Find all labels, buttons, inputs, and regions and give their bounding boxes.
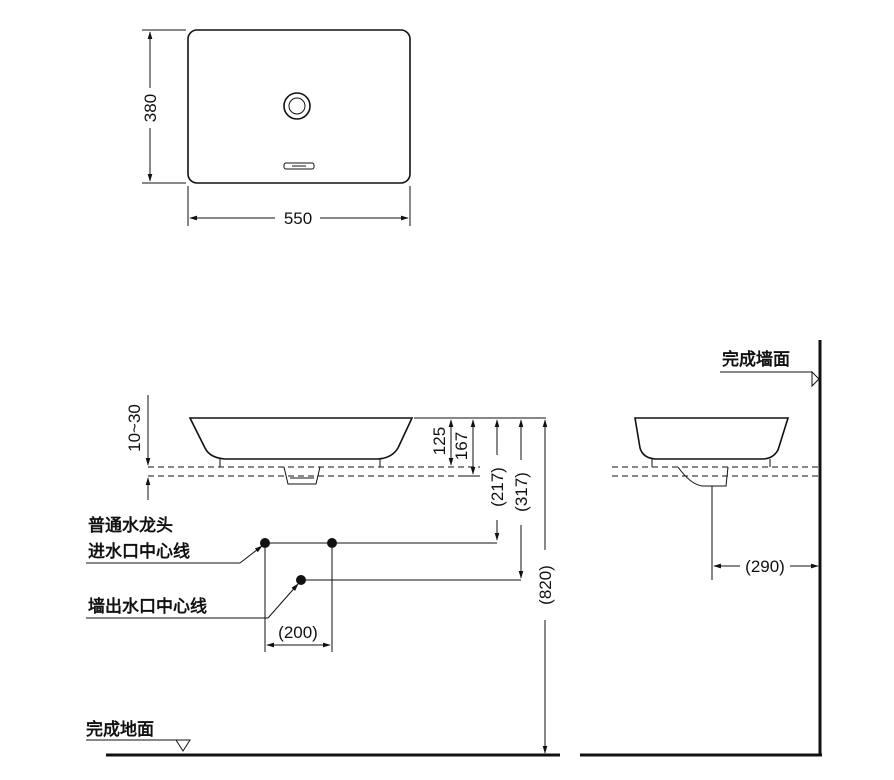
spacing-dimension-label: (200) bbox=[278, 623, 318, 642]
width-dimension-label: 550 bbox=[284, 209, 312, 228]
basin-top-outline bbox=[187, 29, 411, 184]
faucet-note-line2: 进水口中心线 bbox=[88, 541, 190, 562]
floor-height-label: (820) bbox=[536, 565, 555, 605]
wall-outlet-note: 墙出水口中心线 bbox=[88, 596, 207, 617]
height-167-label: 167 bbox=[452, 432, 471, 460]
finished-wall-label: 完成墙面 bbox=[722, 349, 790, 370]
finished-floor-label: 完成地面 bbox=[86, 719, 154, 740]
bowl-height-label: 125 bbox=[430, 427, 449, 455]
floor-level-marker-icon bbox=[175, 739, 191, 752]
basin-side-outline bbox=[634, 417, 790, 460]
faucet-inlet-height-label: (217) bbox=[488, 467, 507, 507]
section-view: 10~30 125 167 (217) (317) (820) bbox=[86, 395, 560, 757]
drain-outer-icon bbox=[283, 92, 311, 120]
wall-level-marker-icon bbox=[811, 370, 820, 388]
basin-section-outline bbox=[188, 417, 414, 460]
drain-section-icon bbox=[283, 466, 321, 485]
drain-inner-icon bbox=[288, 97, 306, 115]
overflow-slot-icon bbox=[283, 162, 315, 170]
side-drain-icon bbox=[677, 466, 729, 487]
top-view: 380 550 bbox=[141, 29, 411, 228]
wall-outlet-point bbox=[296, 575, 306, 585]
rim-range-label: 10~30 bbox=[125, 404, 144, 452]
depth-dimension-label: 380 bbox=[141, 94, 160, 122]
faucet-inlet-point bbox=[260, 538, 270, 548]
wall-offset-label: (290) bbox=[745, 557, 785, 576]
wall-outlet-height-label: (317) bbox=[512, 472, 531, 512]
side-view: 完成墙面 (290) bbox=[580, 340, 822, 757]
faucet-note-line1: 普通水龙头 bbox=[88, 515, 173, 536]
